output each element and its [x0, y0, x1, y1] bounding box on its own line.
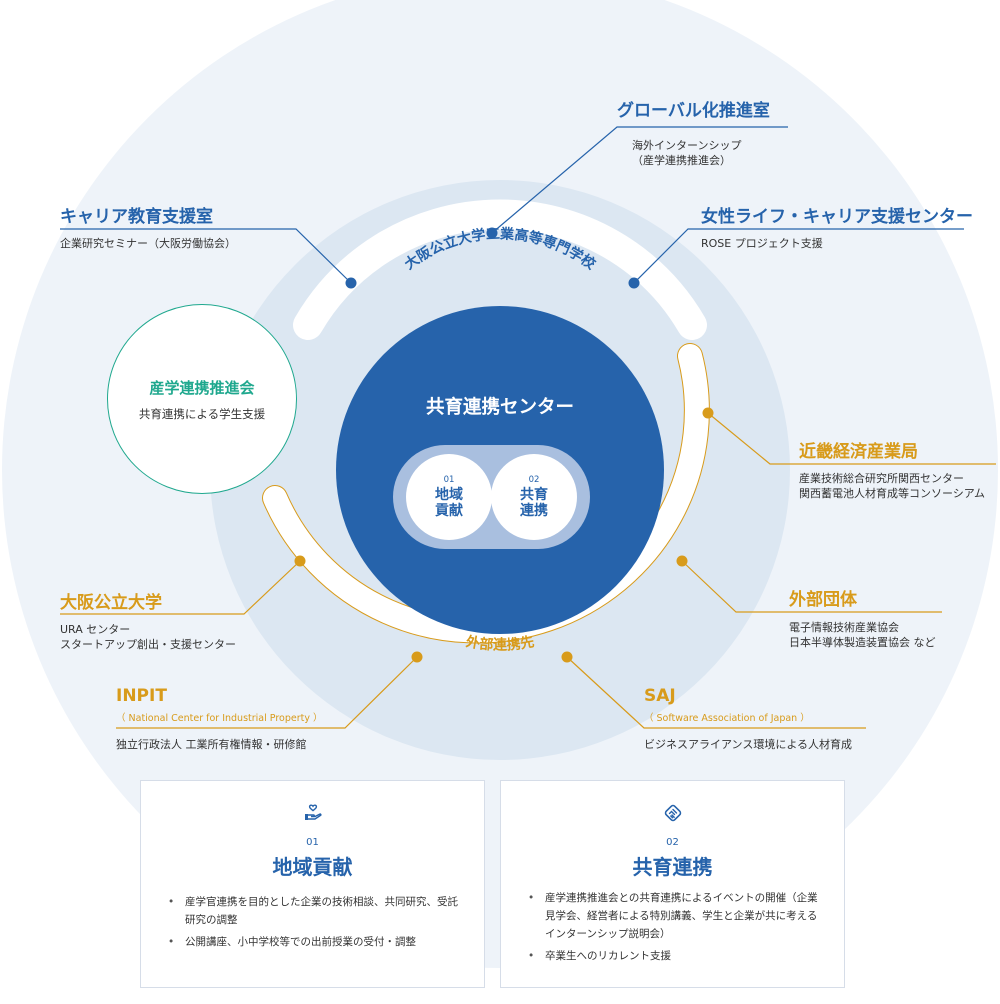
dot-inpit — [411, 651, 423, 663]
node-kinki-title: 近畿経済産業局 — [799, 442, 918, 462]
dot-kinki — [702, 407, 714, 419]
node-inpit-title: INPIT — [116, 686, 167, 706]
node-global-sub: 海外インターンシップ （産学連携推進会） — [632, 139, 742, 167]
node-saj-sub: ビジネスアライアンス環境による人材育成 — [644, 738, 853, 751]
teal-node-sub: 共育連携による学生支援 — [138, 406, 266, 421]
connector-global — [491, 126, 788, 234]
connector-women — [633, 228, 964, 284]
hand-heart-icon — [305, 804, 322, 820]
node-women-title: 女性ライフ・キャリア支援センター — [701, 207, 973, 227]
box-title: 地域貢献 — [272, 855, 353, 879]
node-omu-sub: URA センター スタートアップ創出・支援センター — [60, 623, 236, 651]
list-item: 産学官連携を目的とした企業の技術相談、共同研究、受託研究の調整 — [165, 893, 465, 929]
bottom-arc-label: 外部連携先 — [465, 633, 536, 653]
list-item: 卒業生へのリカレント支援 — [525, 947, 825, 965]
node-kinki-sub: 産業技術総合研究所関西センター 関西蓄電池人材育成等コンソーシアム — [799, 472, 986, 500]
connector-career — [60, 228, 352, 284]
node-inpit-sub: 独立行政法人 工業所有権情報・研修館 — [116, 738, 307, 751]
node-career-sub: 企業研究セミナー（大阪労働協会） — [60, 237, 236, 250]
dot-omu — [294, 555, 306, 567]
box-num: 01 — [306, 837, 319, 848]
dot-career — [345, 277, 357, 289]
connector-saj — [566, 656, 866, 729]
box-chiiki: 01 地域貢献 産学官連携を目的とした企業の技術相談、共同研究、受託研究の調整 … — [140, 780, 485, 988]
teal-node-title: 産学連携推進会 — [149, 378, 255, 397]
node-omu-title: 大阪公立大学 — [60, 593, 162, 613]
list-item: 産学連携推進会との共育連携によるイベントの開催（企業見学会、経営者による特別講義… — [525, 889, 825, 943]
teal-node-sangaku: 産学連携推進会 共育連携による学生支援 — [107, 304, 297, 494]
node-gaibu-title: 外部団体 — [789, 590, 857, 610]
dot-gaibu — [676, 555, 688, 567]
connector-kinki — [707, 412, 996, 465]
pill-label: 共育連携 — [520, 487, 548, 519]
dot-women — [628, 277, 640, 289]
node-global-title: グローバル化推進室 — [617, 101, 770, 121]
node-women-sub: ROSE プロジェクト支援 — [701, 237, 823, 250]
dot-global — [486, 227, 498, 239]
handshake-icon — [664, 804, 682, 822]
pill-circle-chiiki: 01 地域貢献 — [406, 454, 492, 540]
connector-inpit — [116, 656, 418, 729]
box-num: 02 — [666, 837, 679, 848]
core-title: 共育連携センター — [425, 397, 574, 418]
box-kyoiku: 02 共育連携 産学連携推進会との共育連携によるイベントの開催（企業見学会、経営… — [500, 780, 845, 988]
pill-label: 地域貢献 — [435, 487, 463, 519]
box-list: 産学官連携を目的とした企業の技術相談、共同研究、受託研究の調整 公開講座、小中学… — [165, 893, 465, 955]
node-inpit-note: （ National Center for Industrial Propert… — [116, 713, 323, 724]
node-gaibu-sub: 電子情報技術産業協会 日本半導体製造装置協会 など — [789, 621, 936, 649]
pill-num: 01 — [443, 475, 455, 485]
connector-omu — [60, 560, 301, 615]
dot-saj — [561, 651, 573, 663]
box-title: 共育連携 — [632, 855, 713, 879]
pill-circle-kyoiku: 02 共育連携 — [491, 454, 577, 540]
node-saj-note: （ Software Association of Japan ） — [644, 713, 810, 724]
node-saj-title: SAJ — [644, 686, 676, 706]
pill-num: 02 — [528, 475, 540, 485]
node-career-title: キャリア教育支援室 — [60, 207, 213, 227]
box-list: 産学連携推進会との共育連携によるイベントの開催（企業見学会、経営者による特別講義… — [525, 889, 825, 969]
list-item: 公開講座、小中学校等での出前授業の受付・調整 — [165, 933, 465, 951]
top-arc-band — [293, 199, 707, 340]
connector-gaibu — [681, 560, 942, 613]
